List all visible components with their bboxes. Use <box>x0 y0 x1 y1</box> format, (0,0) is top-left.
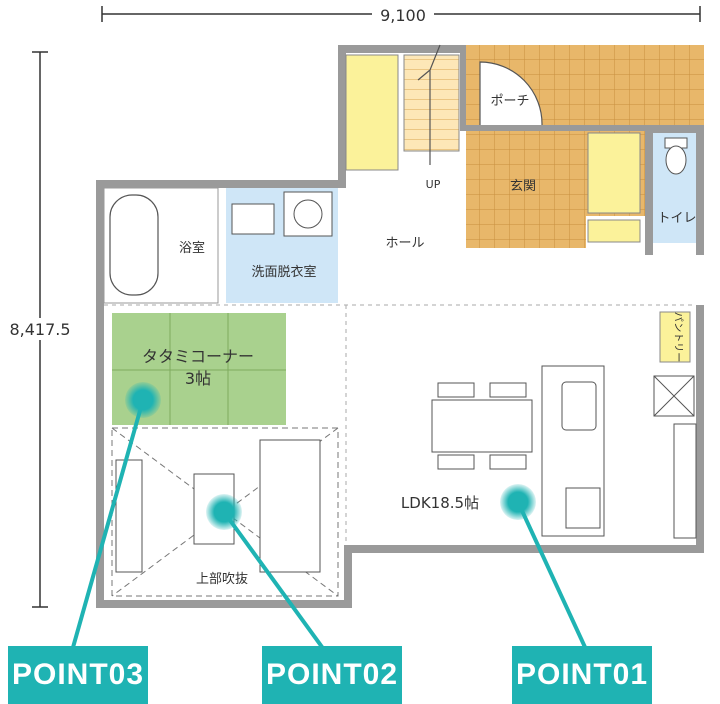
washing-machine-drum <box>293 199 323 229</box>
porch-label: ポーチ <box>490 94 529 109</box>
width-label: 9,100 <box>380 6 426 25</box>
tatami-name-label: タタミコーナー <box>142 347 254 366</box>
fridge-cross <box>653 375 695 417</box>
staircase <box>403 54 460 152</box>
kitchen-sink <box>561 381 597 431</box>
stairs-up-label: UP <box>426 178 441 191</box>
width-dimension <box>101 4 701 24</box>
interior-grid-lines <box>104 304 696 545</box>
pantry <box>659 311 691 363</box>
point02-leader <box>206 494 332 660</box>
entrance-label: 玄関 <box>510 179 536 194</box>
point03-leader <box>68 382 161 659</box>
bathtub <box>109 194 159 296</box>
stair-direction <box>417 44 441 165</box>
point03-button[interactable]: POINT03 <box>8 646 148 704</box>
depth-label: 8,417.5 <box>9 320 70 339</box>
void-label: 上部吹抜 <box>196 571 248 587</box>
washroom-label: 洗面脱衣室 <box>251 264 316 280</box>
tatami-size-label: 3帖 <box>185 369 211 388</box>
exterior-walls <box>96 45 704 608</box>
tatami-corner <box>112 313 286 425</box>
depth-dimension <box>2 51 78 608</box>
kitchen-stove <box>565 487 601 529</box>
point01-button[interactable]: POINT01 <box>512 646 652 704</box>
entrance-floor <box>466 131 586 248</box>
dining-chairs <box>437 382 527 470</box>
hall-label: ホール <box>385 236 424 251</box>
washbasin <box>231 203 275 235</box>
sofa <box>259 439 321 573</box>
ldk-label: LDK18.5帖 <box>401 494 479 512</box>
toilet-bowl <box>665 145 687 175</box>
bathroom-label: 浴室 <box>179 240 205 256</box>
point02-button[interactable]: POINT02 <box>262 646 402 704</box>
stair-storage <box>345 54 399 171</box>
front-door-swing <box>479 61 543 126</box>
kitchen-cupboard <box>673 423 697 539</box>
point01-leader <box>500 484 592 659</box>
shoe-shelf <box>587 219 641 243</box>
dining-table <box>431 399 533 453</box>
toilet-label: トイレ <box>657 211 696 226</box>
pantry-label: パントリー <box>672 312 684 363</box>
shoe-cabinet <box>587 132 641 214</box>
